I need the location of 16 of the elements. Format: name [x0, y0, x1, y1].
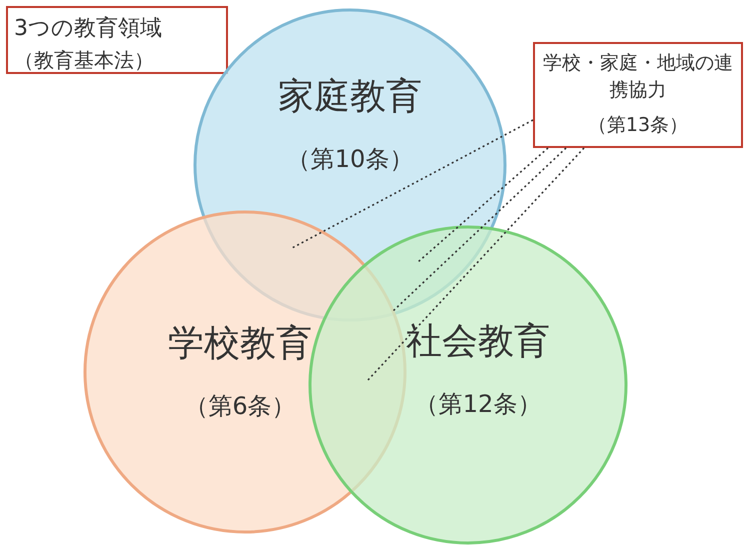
article-label: （第12条） — [414, 389, 542, 420]
leader-line — [292, 119, 534, 249]
heading-text: 社会教育 — [405, 320, 551, 364]
article-label: （第10条） — [286, 144, 414, 175]
article-label: （第6条） — [183, 391, 297, 422]
article-label: （教育基本法） — [13, 47, 155, 74]
callout-box — [533, 42, 743, 148]
heading-text: 3つの教育領域 — [13, 15, 163, 43]
callout-box — [6, 6, 228, 74]
heading-text: 学校・家庭・地域の連携協力 — [542, 51, 734, 103]
leader-line — [417, 147, 549, 263]
heading-text: 家庭教育 — [277, 75, 423, 119]
heading-text: 学校教育 — [167, 322, 313, 366]
article-label: （第13条） — [586, 113, 690, 138]
leader-line — [391, 147, 567, 313]
leader-line — [367, 147, 585, 381]
